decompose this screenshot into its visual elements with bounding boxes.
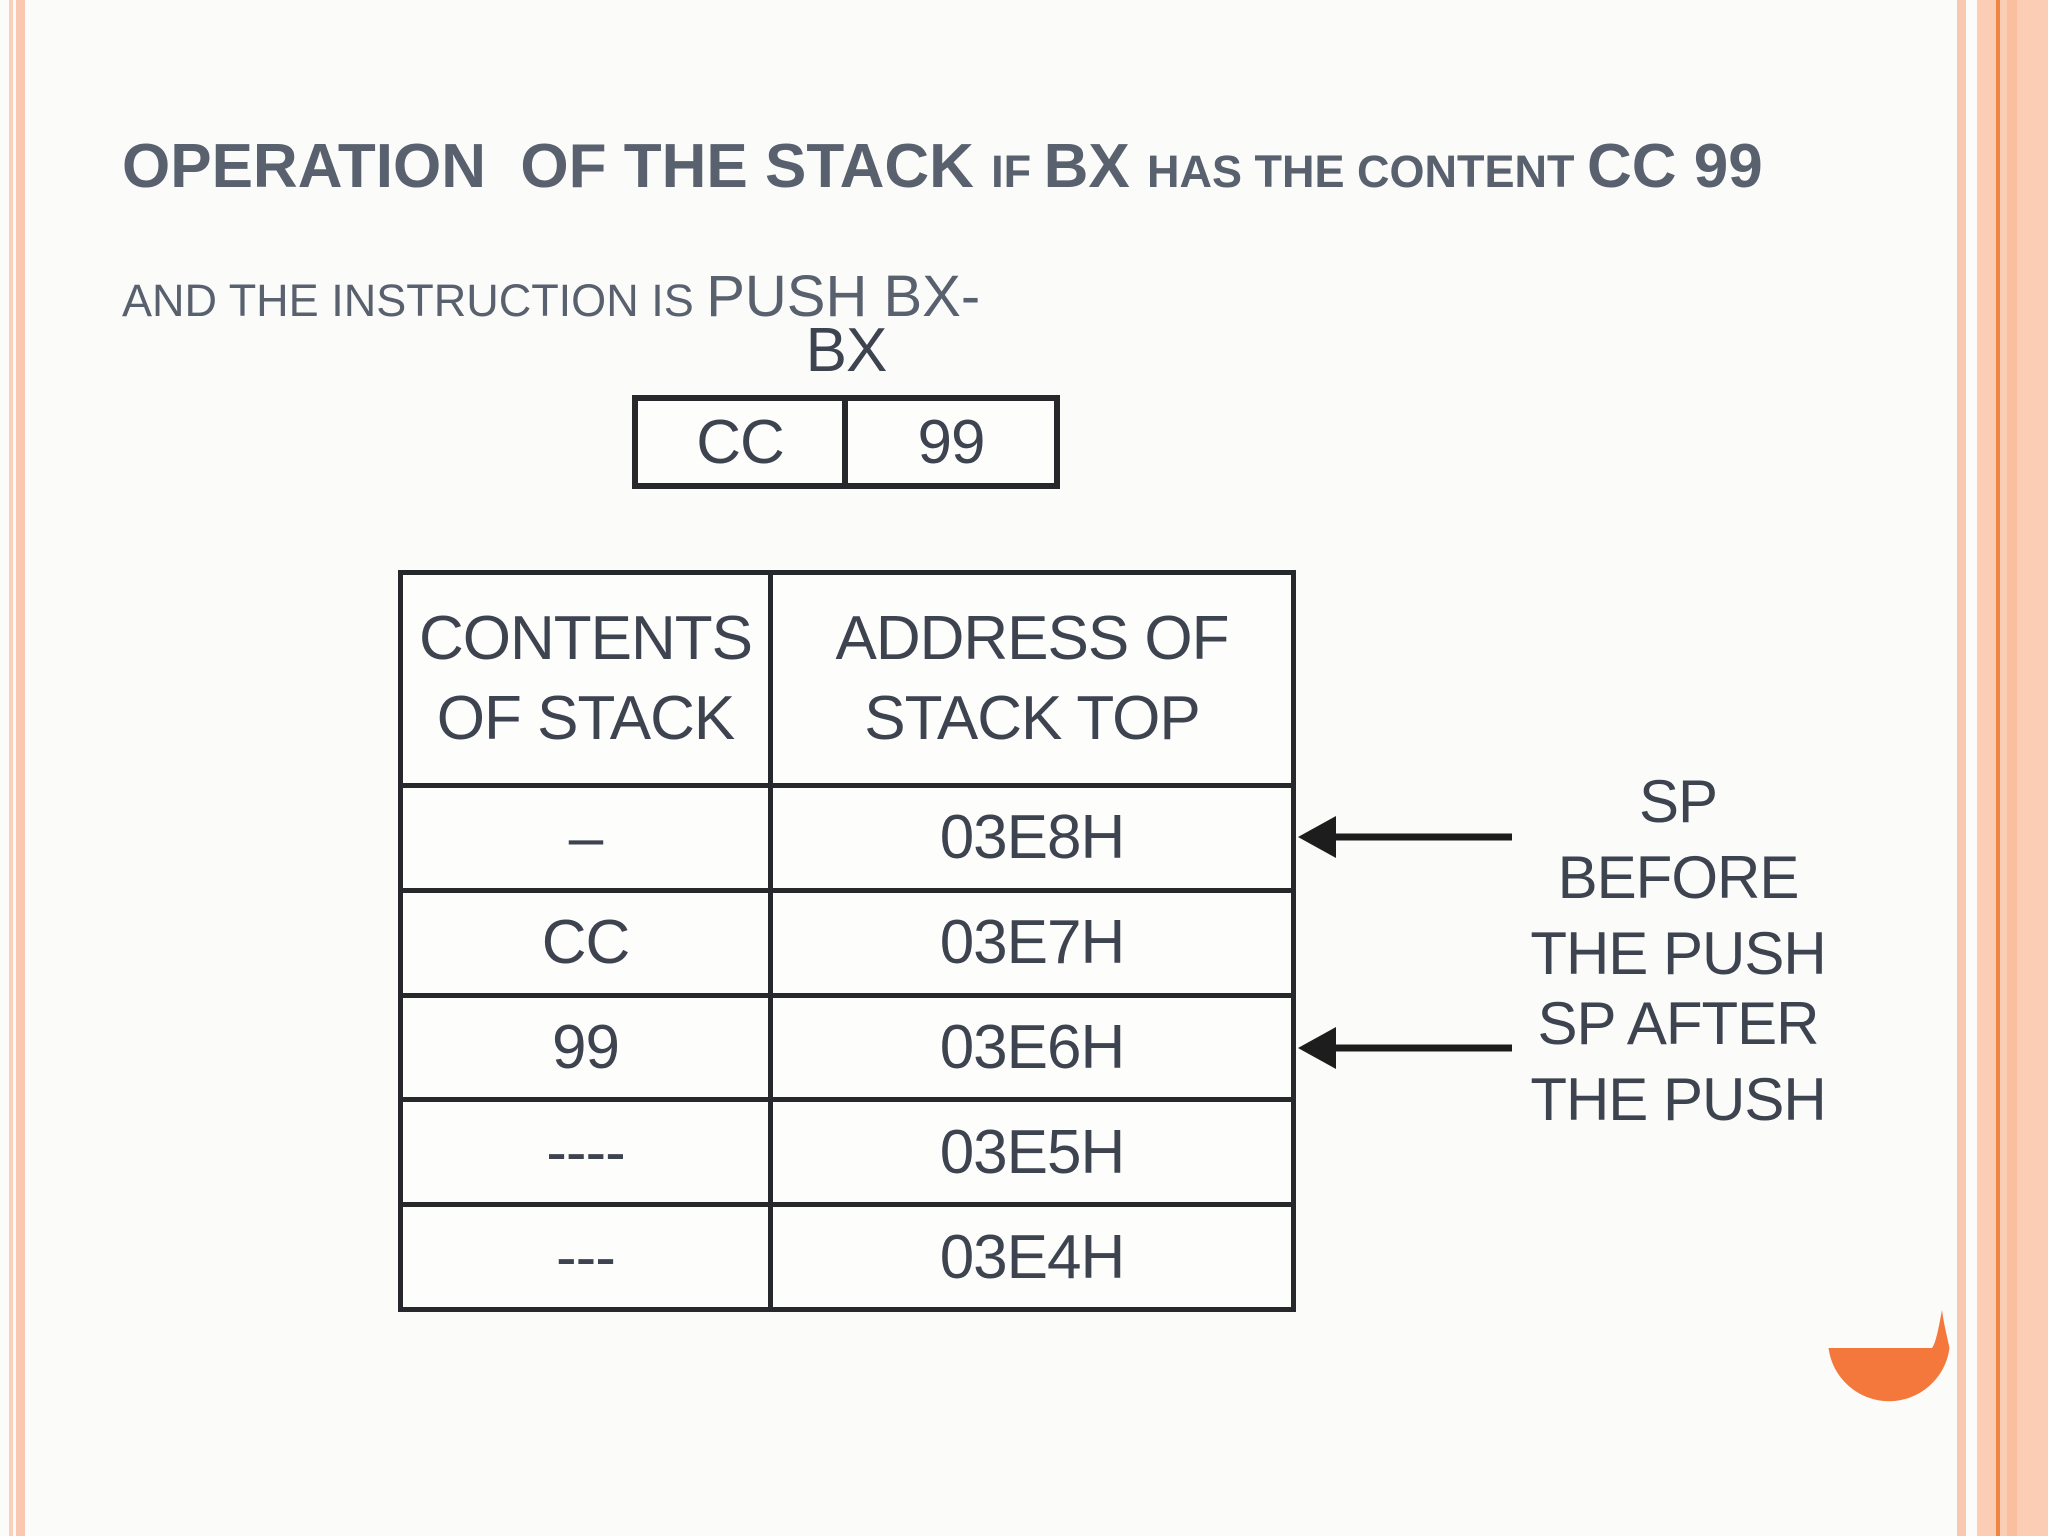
stack-table: CONTENTS OF STACK ADDRESS OF STACK TOP –… (398, 570, 1296, 1312)
title-line-1: OPERATION OF THE STACK IF BX HAS THE CON… (122, 128, 1763, 222)
table-row: --- 03E4H (403, 1202, 1291, 1307)
register-low-byte: 99 (917, 407, 986, 477)
title-part-has-the-content: HAS THE CONTENT (1147, 146, 1588, 197)
left-border-stripe-wide (16, 0, 25, 1536)
page-title: OPERATION OF THE STACK IF BX HAS THE CON… (122, 92, 1763, 387)
header-address-line1: ADDRESS OF (835, 604, 1229, 673)
cell-address: 03E5H (939, 1117, 1126, 1187)
header-contents-line1: CONTENTS (419, 604, 753, 673)
cell-contents: --- (403, 1207, 773, 1307)
title-part-bx: BX (1043, 132, 1148, 201)
table-row: – 03E8H (403, 783, 1291, 888)
cell-contents: – (403, 788, 773, 888)
table-row: ---- 03E5H (403, 1097, 1291, 1203)
sp-after-line2: THE PUSH (1530, 1066, 1826, 1133)
sp-before-line1: SP BEFORE (1557, 768, 1800, 911)
right-border-accent-line (1996, 0, 2000, 1536)
title-line-2: AND THE INSTRUCTION IS PUSH BX- (122, 258, 1763, 351)
arrow-left-icon (1296, 813, 1512, 861)
header-contents-line2: OF STACK (436, 684, 735, 753)
sp-before-line2: THE PUSH (1530, 920, 1826, 987)
cell-contents: ---- (403, 1102, 773, 1203)
title-part-if: IF (991, 146, 1044, 197)
title-part-push-bx: PUSH BX- (706, 264, 981, 329)
title-part-cc99: CC 99 (1587, 132, 1763, 201)
right-border-stripe-mid (2007, 0, 2017, 1536)
label-sp-before-push: SP BEFORE THE PUSH (1528, 764, 1828, 992)
sp-after-line1: SP AFTER (1537, 990, 1820, 1057)
title-part-and-instruction: AND THE INSTRUCTION IS (122, 275, 707, 326)
cell-contents: 99 (403, 997, 773, 1098)
arrow-left-icon (1296, 1024, 1512, 1072)
cell-address: 03E6H (939, 1012, 1126, 1082)
title-part-operation: OPERATION OF THE STACK (122, 132, 992, 201)
header-address-of-stack-top: ADDRESS OF STACK TOP (773, 575, 1291, 783)
right-border-stripe-thin (1957, 0, 1966, 1536)
header-contents-of-stack: CONTENTS OF STACK (403, 575, 773, 783)
cell-contents: CC (403, 892, 773, 993)
register-label: BX (805, 316, 888, 385)
table-row: 99 03E6H (403, 992, 1291, 1098)
left-border-stripe-thin (9, 0, 13, 1536)
register-high-byte: CC (638, 401, 848, 483)
cell-address: 03E8H (939, 803, 1126, 873)
table-header-row: CONTENTS OF STACK ADDRESS OF STACK TOP (403, 575, 1291, 783)
cell-address: 03E4H (939, 1222, 1126, 1292)
orange-crescent-icon (1828, 1310, 1950, 1402)
table-row: CC 03E7H (403, 887, 1291, 993)
header-address-line2: STACK TOP (864, 684, 1201, 753)
cell-address: 03E7H (939, 908, 1126, 978)
label-sp-after-push: SP AFTER THE PUSH (1528, 986, 1828, 1138)
register-box: CC 99 (632, 395, 1060, 489)
